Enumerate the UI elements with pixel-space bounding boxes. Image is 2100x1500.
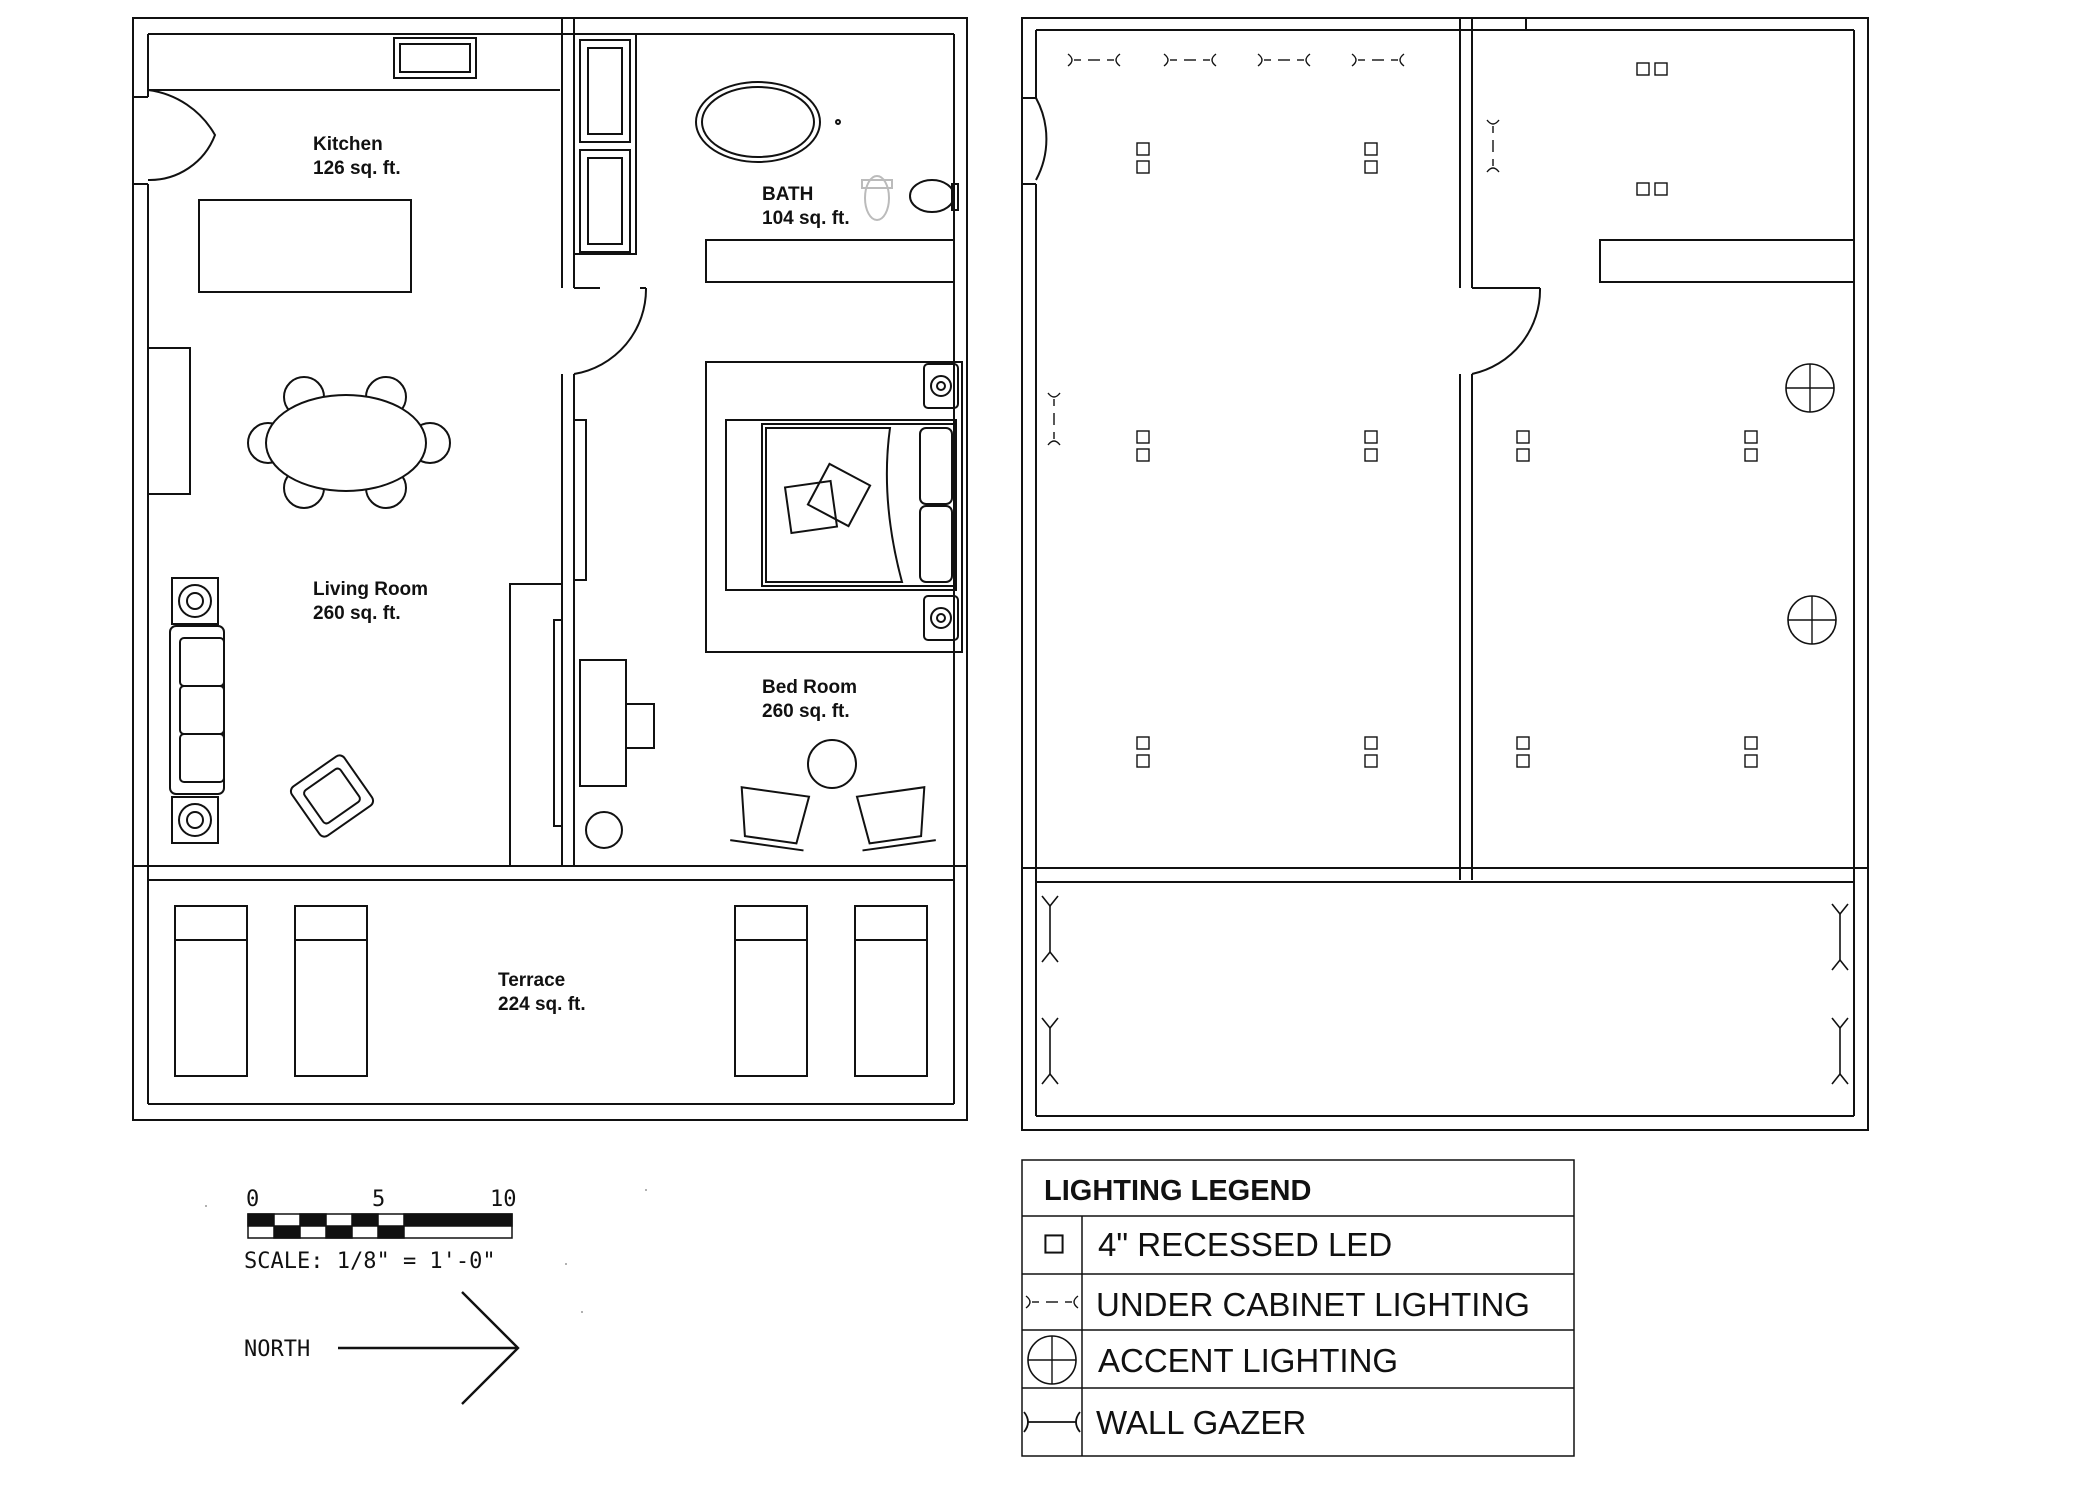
- room-labels: Kitchen 126 sq. ft. BATH 104 sq. ft. Liv…: [313, 134, 857, 1015]
- under-cabinet-light-icon: [1257, 53, 1311, 67]
- entry-door: [147, 89, 217, 182]
- north-arrow-icon: [338, 1291, 520, 1405]
- bed: [725, 363, 959, 641]
- terrace-name: Terrace: [498, 970, 565, 991]
- bath-area: 104 sq. ft.: [762, 208, 850, 229]
- scale-tick-5: 5: [372, 1187, 385, 1212]
- bedroom-area: 260 sq. ft.: [762, 701, 850, 722]
- under-cabinet-light-icon: [1025, 1295, 1079, 1309]
- under-cabinet-light-icon: [1163, 53, 1217, 67]
- lighting-fixtures: [1040, 53, 1850, 1086]
- floor-plan: [132, 17, 968, 1121]
- legend-item-accent: ACCENT LIGHTING: [1098, 1342, 1398, 1379]
- legend-item-recessed-led: 4" RECESSED LED: [1098, 1226, 1392, 1263]
- accent-light-icon: [1785, 363, 1835, 413]
- north-arrow: NORTH: [244, 1291, 520, 1405]
- accent-light-icon: [1787, 595, 1837, 645]
- recessed-led-icon: [1044, 1234, 1064, 1254]
- terrace-loungers: [174, 905, 928, 1077]
- exterior-walls: [132, 17, 968, 1121]
- north-label: NORTH: [244, 1337, 310, 1362]
- wall-gazer-icon: [1041, 895, 1059, 963]
- under-cabinet-light-icon: [1046, 391, 1062, 447]
- lighting-plan-walls: [1021, 17, 1869, 1131]
- wall-gazer-icon: [1830, 1016, 1850, 1086]
- under-cabinet-light-icon: [1067, 53, 1121, 67]
- kitchen-name: Kitchen: [313, 134, 383, 155]
- bedroom-name: Bed Room: [762, 677, 857, 698]
- scan-noise: [205, 1189, 647, 1313]
- armchair: [289, 754, 375, 838]
- bath-name: BATH: [762, 184, 813, 205]
- toilet: [861, 175, 959, 221]
- recessed-led-group: [1136, 62, 1758, 768]
- scale-bar: 0 5 10 SCALE: 1/8" = 1'-0": [244, 1187, 517, 1274]
- wall-gazer-icon: [1023, 1411, 1081, 1433]
- lighting-plan: [1021, 17, 1869, 1131]
- living-room-area: 260 sq. ft.: [313, 603, 401, 624]
- living-room-name: Living Room: [313, 579, 428, 600]
- lighting-legend: LIGHTING LEGEND 4" RECESSED LED UNDER CA…: [1021, 1159, 1575, 1457]
- scale-tick-0: 0: [246, 1187, 259, 1212]
- scale-label: SCALE: 1/8" = 1'-0": [244, 1249, 496, 1274]
- wall-gazer-icon: [1040, 1016, 1060, 1086]
- under-cabinet-light-icon: [1485, 118, 1501, 174]
- scale-tick-10: 10: [490, 1187, 517, 1212]
- wall-gazer-icon: [1830, 902, 1850, 972]
- dining-set: [247, 376, 451, 509]
- legend-title: LIGHTING LEGEND: [1044, 1175, 1311, 1207]
- partition-wall: [561, 18, 575, 866]
- kitchen-area: 126 sq. ft.: [313, 158, 401, 179]
- terrace-area: 224 sq. ft.: [498, 994, 586, 1015]
- accent-light-icon: [1027, 1335, 1077, 1385]
- under-cabinet-light-icon: [1351, 53, 1405, 67]
- legend-item-wall-gazer: WALL GAZER: [1096, 1404, 1306, 1441]
- legend-item-under-cabinet: UNDER CABINET LIGHTING: [1096, 1286, 1530, 1323]
- sofa: [169, 577, 225, 844]
